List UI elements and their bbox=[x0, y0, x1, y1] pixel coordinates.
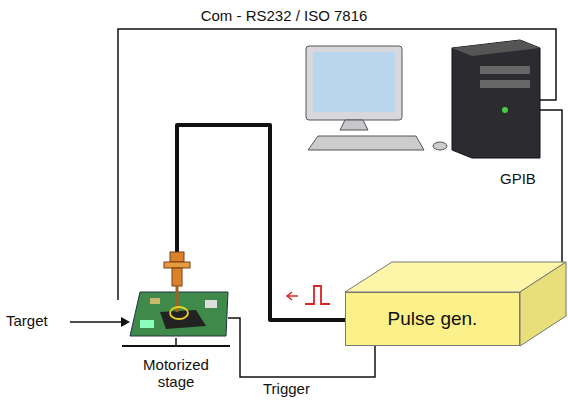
pulse-arrow-head bbox=[287, 292, 292, 300]
monitor bbox=[306, 46, 402, 120]
box-side bbox=[520, 262, 566, 346]
com-wire bbox=[118, 29, 556, 300]
stage-post bbox=[175, 338, 177, 346]
probe-cable bbox=[177, 125, 347, 320]
box-label: Pulse gen. bbox=[388, 308, 478, 330]
mouse bbox=[433, 142, 447, 150]
tower bbox=[452, 40, 540, 158]
gpib-label: GPIB bbox=[497, 170, 539, 187]
chip bbox=[160, 310, 206, 329]
pulse-generator-box: Pulse gen. bbox=[345, 292, 520, 346]
drive-bay bbox=[480, 80, 530, 88]
stage-label: Motorized stage bbox=[126, 356, 226, 391]
pcb bbox=[130, 292, 228, 336]
gpib-wire bbox=[540, 110, 562, 272]
com-label: Com - RS232 / ISO 7816 bbox=[198, 7, 371, 24]
pulse-symbol bbox=[305, 286, 330, 304]
keyboard bbox=[308, 136, 424, 150]
probe-connector bbox=[170, 252, 184, 262]
probe-flange bbox=[164, 262, 190, 268]
probe-coil bbox=[170, 307, 188, 319]
probe-body bbox=[172, 268, 182, 286]
pcb-part bbox=[205, 300, 217, 308]
drive-bay bbox=[480, 66, 530, 74]
pcb-part bbox=[150, 298, 160, 304]
monitor-screen bbox=[313, 52, 395, 112]
target-label: Target bbox=[6, 312, 48, 329]
pcb-part bbox=[140, 320, 154, 328]
target-arrow bbox=[70, 321, 124, 323]
pulse-arrow bbox=[288, 295, 298, 297]
power-led bbox=[502, 107, 508, 113]
trigger-label: Trigger bbox=[263, 380, 310, 397]
tower-top bbox=[452, 40, 540, 56]
monitor-stand bbox=[340, 120, 368, 130]
target-arrow-head bbox=[121, 317, 130, 327]
